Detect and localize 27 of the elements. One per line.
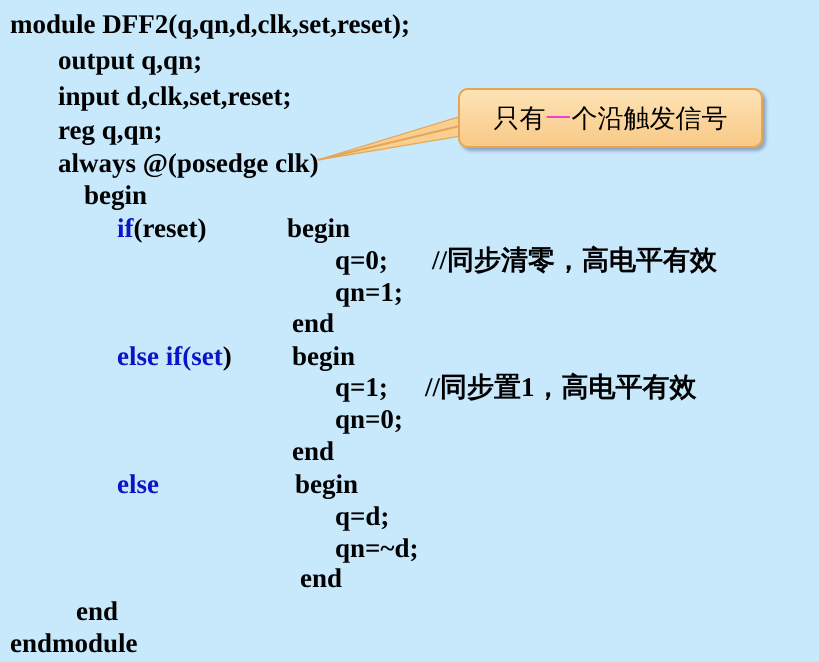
code-keyword-line: if(reset)	[117, 212, 206, 244]
code-line: qn=0;	[335, 403, 403, 435]
code-line: always @(posedge clk)	[58, 147, 319, 179]
code-line: begin	[292, 340, 356, 372]
code-line: end	[300, 563, 342, 594]
code-line: end	[292, 435, 334, 467]
code-keyword-line: else if(set)	[117, 340, 232, 372]
code-line: //同步清零，高电平有效	[432, 244, 718, 276]
code-line: qn=~d;	[335, 532, 418, 564]
code-line: endmodule	[10, 627, 138, 659]
code-line: end	[76, 595, 118, 627]
callout-text: 只有一个沿触发信号	[494, 102, 728, 136]
code-line: begin	[287, 212, 350, 244]
code-line: //同步置1，高电平有效	[425, 371, 697, 403]
code-line: end	[292, 307, 334, 339]
code-line: qn=1;	[335, 276, 403, 308]
code-line: begin	[84, 179, 148, 211]
callout-bubble	[458, 88, 763, 148]
code-line: q=1;	[335, 371, 388, 403]
code-line: reg q,qn;	[58, 114, 163, 146]
code-line: module DFF2(q,qn,d,clk,set,reset);	[10, 8, 410, 40]
code-line: output q,qn;	[58, 44, 202, 76]
code-line: q=0;	[335, 244, 388, 276]
code-keyword-line: else	[117, 468, 159, 500]
code-line: begin	[295, 468, 358, 500]
code-line: q=d;	[335, 500, 390, 532]
code-line: input d,clk,set,reset;	[58, 80, 292, 112]
